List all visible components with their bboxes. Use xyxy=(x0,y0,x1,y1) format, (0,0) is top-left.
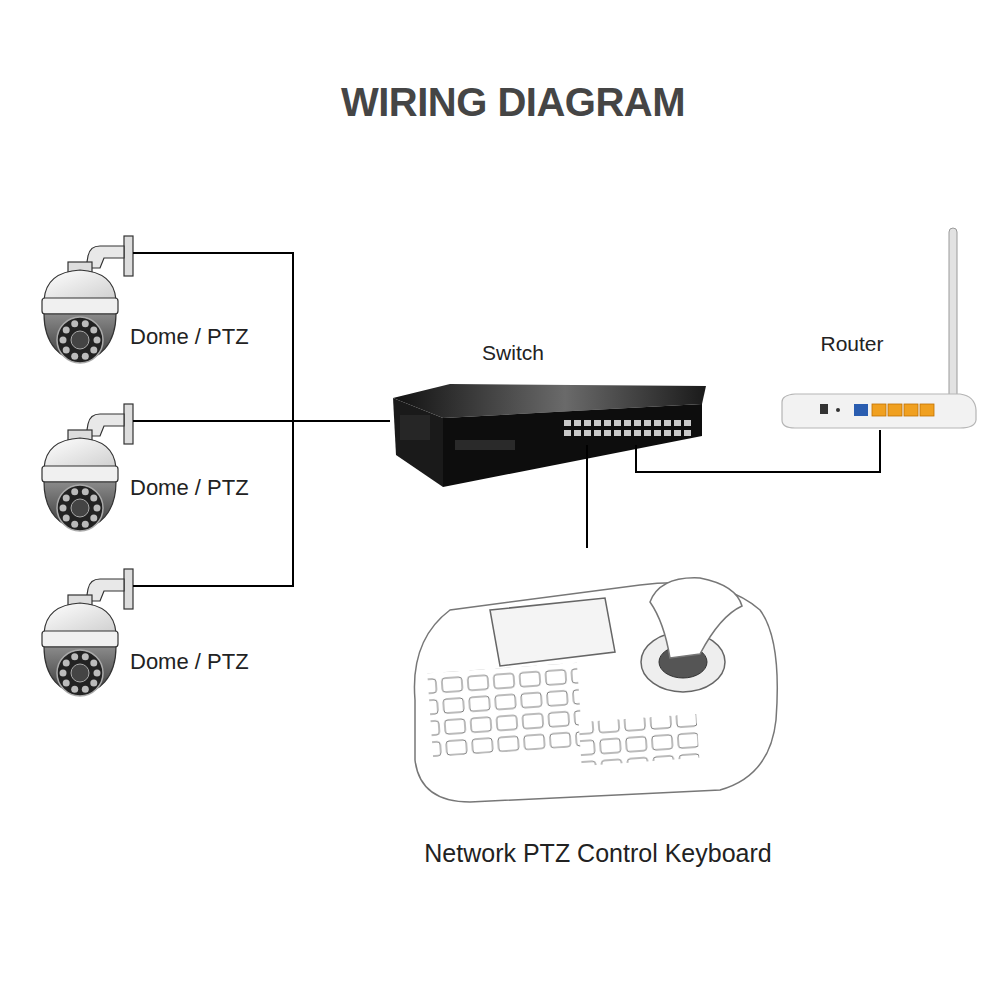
dome-camera xyxy=(42,236,265,363)
keyboard-node: Network PTZ Control Keyboard xyxy=(400,548,800,873)
camera-node: Dome / PTZ xyxy=(35,235,265,375)
device-label: Dome / PTZ xyxy=(130,324,249,350)
network-cable xyxy=(636,430,880,472)
device-label: Dome / PTZ xyxy=(130,475,249,501)
ptz-keyboard xyxy=(414,578,777,802)
dome-camera xyxy=(42,404,265,531)
camera-node: Dome / PTZ xyxy=(35,568,265,708)
network-cable xyxy=(586,445,588,548)
diagram-title: WIRING DIAGRAM xyxy=(0,78,1000,126)
device-label: Dome / PTZ xyxy=(130,649,249,675)
dome-camera xyxy=(42,569,265,696)
network-cable xyxy=(265,421,390,586)
switch-node: Switch xyxy=(390,335,705,445)
device-label: Router xyxy=(820,331,883,356)
router-node: Router xyxy=(775,225,985,430)
network-cable xyxy=(265,253,390,421)
wifi-router xyxy=(782,228,976,428)
camera-node: Dome / PTZ xyxy=(35,403,265,543)
device-label: Switch xyxy=(482,340,544,365)
device-label: Network PTZ Control Keyboard xyxy=(424,838,771,868)
